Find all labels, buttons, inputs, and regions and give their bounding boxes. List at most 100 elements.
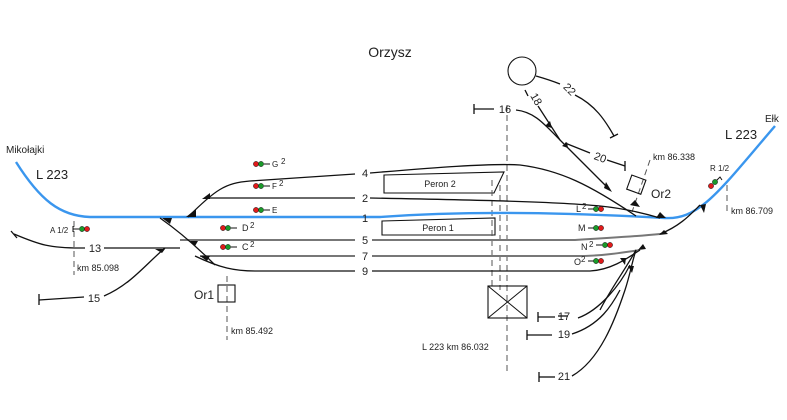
track-east-connector (659, 204, 701, 235)
signal-A: A 1/2 (50, 226, 90, 235)
signal-A-label: A 1/2 (50, 226, 69, 235)
signal-lamp-red (253, 183, 259, 189)
signal-lamp-green (258, 207, 264, 213)
block-post-or1 (217, 284, 236, 303)
track-18-top (524, 89, 529, 97)
signal-lamp-red (598, 258, 604, 264)
switch-marker (604, 182, 612, 192)
signal-F-sup: 2 (279, 179, 284, 188)
switch-marker (656, 212, 666, 218)
track-label-22: 22 (561, 81, 578, 98)
switch-marker (162, 218, 172, 224)
signal-lamp-red (220, 225, 226, 231)
signal-O: O 2 (574, 255, 604, 267)
track-label-9: 9 (362, 266, 368, 278)
track-label-19: 19 (558, 329, 570, 341)
signal-N-sup: 2 (589, 240, 594, 249)
block-post-or2-label: Or2 (651, 187, 671, 201)
signal-lamp-green (225, 244, 231, 250)
track-4 (187, 173, 356, 218)
signal-lamp-green (593, 258, 599, 264)
track-2-east (369, 197, 661, 219)
track-21 (571, 249, 637, 377)
crossover-west (159, 217, 216, 266)
signal-lamp-green (712, 179, 718, 185)
signal-lamp-red (220, 244, 226, 250)
signal-lamp-green (602, 242, 608, 248)
switch-marker (202, 193, 210, 199)
signal-R-stem (715, 176, 723, 182)
track-20-west (564, 142, 591, 154)
track-13-buffer (10, 230, 18, 239)
signal-M-label: M (578, 223, 586, 233)
direction-west-label: Mikołajki (6, 145, 44, 156)
km-mark-or1: km 85.492 (231, 326, 273, 336)
signal-lamp-red (253, 161, 259, 167)
track-7-east (372, 249, 641, 257)
track-label-4: 4 (362, 168, 368, 180)
switch-marker (659, 230, 668, 235)
track-label-16: 16 (499, 104, 511, 116)
signal-E-label: E (272, 206, 277, 215)
signal-lamp-green (593, 206, 599, 212)
signal-lamp-red (598, 225, 604, 231)
signal-lamp-green (258, 161, 264, 167)
main-line-l223 (14, 125, 776, 220)
signal-F: F 2 (253, 179, 284, 191)
signal-G-label: G (272, 160, 278, 169)
track-15-west (38, 296, 85, 301)
platform-1-label: Peron 1 (422, 223, 454, 233)
signal-lamp-red (84, 226, 90, 232)
track-label-18: 18 (527, 91, 544, 108)
signal-R: R 1/2 (708, 164, 730, 189)
km-mark-station: L 223 km 86.032 (422, 342, 489, 352)
track-label-2: 2 (362, 193, 368, 205)
track-label-13: 13 (89, 243, 101, 255)
track-15-east (103, 247, 166, 297)
platform-2-label: Peron 2 (424, 179, 456, 189)
signal-lamp-red (253, 207, 259, 213)
signal-C-label: C (242, 242, 249, 252)
station-building (487, 285, 528, 319)
signal-N-label: N (581, 242, 588, 252)
signal-L-label: L (576, 204, 581, 214)
signal-L: L 2 (576, 202, 604, 214)
line-label-west: L 223 (36, 167, 68, 182)
signal-D-label: D (242, 223, 249, 233)
track-13-west (13, 233, 85, 249)
switch-marker (186, 209, 196, 217)
signal-E: E (253, 206, 277, 215)
signal-O-sup: 2 (581, 255, 586, 264)
signal-M: M (578, 223, 604, 233)
track-22-top (535, 75, 561, 85)
signal-lamp-green (79, 226, 85, 232)
track-22 (574, 94, 615, 137)
line-label-east: L 223 (725, 127, 757, 142)
track-9 (194, 255, 355, 272)
track-17-connector (599, 249, 637, 311)
signal-D: D 2 (220, 221, 255, 233)
platform-2 (383, 171, 505, 194)
track-label-1: 1 (362, 213, 368, 225)
signal-C: C 2 (220, 240, 255, 252)
signal-R-label: R 1/2 (710, 164, 730, 173)
track-17 (577, 264, 631, 319)
switch-marker (620, 258, 626, 265)
switch-marker (630, 200, 640, 207)
switch-marker (190, 241, 198, 246)
track-label-17: 17 (558, 311, 570, 323)
signal-lamp-red (598, 206, 604, 212)
turntable (507, 56, 537, 86)
station-title: Orzysz (368, 44, 412, 60)
signal-F-label: F (272, 182, 277, 191)
signal-L-sup: 2 (582, 202, 587, 211)
track-label-5: 5 (362, 235, 368, 247)
track-5-east (372, 233, 661, 241)
switch-markers (155, 121, 706, 273)
signal-C-sup: 2 (250, 240, 255, 249)
switch-marker (562, 142, 568, 148)
direction-east-label: Ełk (765, 114, 780, 125)
km-mark-a: km 85.098 (77, 263, 119, 273)
switch-marker (200, 256, 210, 261)
